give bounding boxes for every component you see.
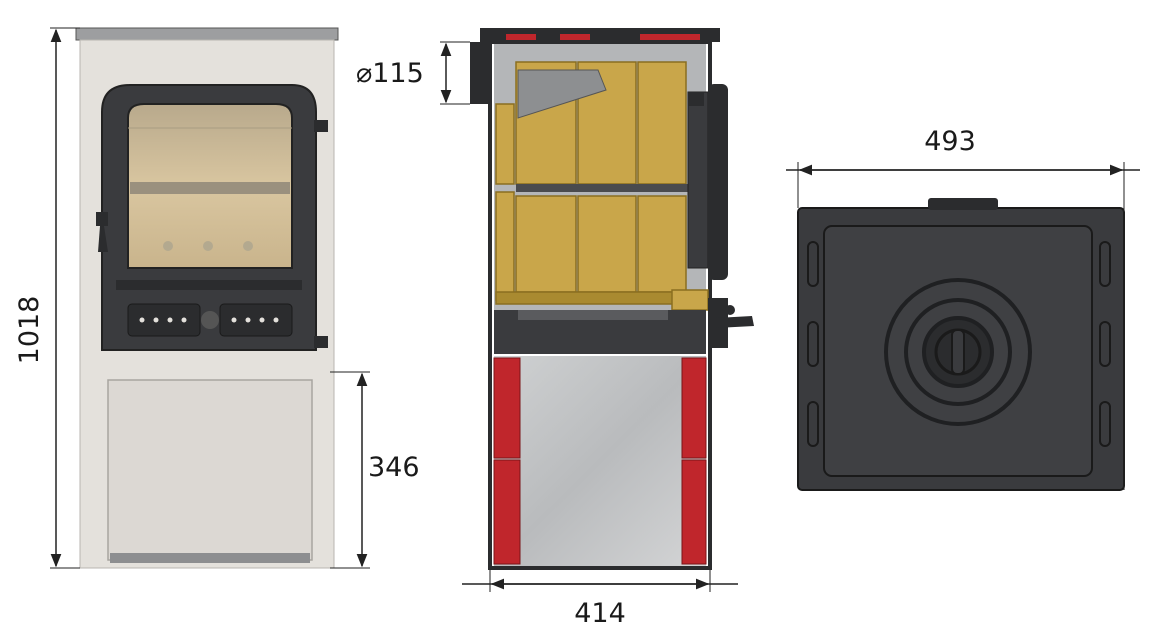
- dimension-depth: 414: [462, 570, 738, 629]
- hotplate-ring-outer: [884, 278, 1032, 426]
- dim-346-label: 346: [368, 452, 420, 483]
- dim-493-label: 493: [924, 126, 976, 157]
- log-store-base: [110, 553, 310, 563]
- air-control-bar: [116, 280, 302, 290]
- side-section-view: [470, 28, 754, 570]
- side-door: [687, 91, 709, 269]
- side-log-store: [494, 356, 706, 566]
- log-store-opening: [107, 379, 313, 561]
- door-handle: [96, 212, 108, 252]
- red-side-panels: [493, 357, 707, 565]
- door-hinge-bottom: [314, 336, 328, 348]
- dimension-height-lower: 346: [330, 371, 420, 569]
- glass-shelf: [130, 182, 290, 194]
- dim-115-label: ⌀115: [356, 58, 424, 89]
- dim-1018-label: 1018: [14, 296, 45, 365]
- air-vents: [127, 303, 293, 337]
- top-view: [797, 198, 1125, 491]
- dimension-height-total: 1018: [14, 27, 80, 569]
- dim-414-label: 414: [574, 598, 626, 629]
- dimension-flue-diameter: ⌀115: [356, 41, 470, 105]
- dimension-width: 493: [786, 126, 1140, 490]
- front-top-plate: [75, 27, 339, 41]
- flue-pipe: [470, 42, 492, 104]
- baffle-shelf: [516, 184, 688, 192]
- firebricks: [495, 61, 709, 311]
- hotplate-ring-middle: [904, 298, 1012, 406]
- top-side-slots: [807, 241, 1111, 447]
- flue-collar: [928, 198, 998, 210]
- side-handle: [708, 298, 754, 348]
- baffle-plate: [517, 69, 607, 119]
- front-view: [75, 27, 339, 569]
- door-hinge-top: [314, 120, 328, 132]
